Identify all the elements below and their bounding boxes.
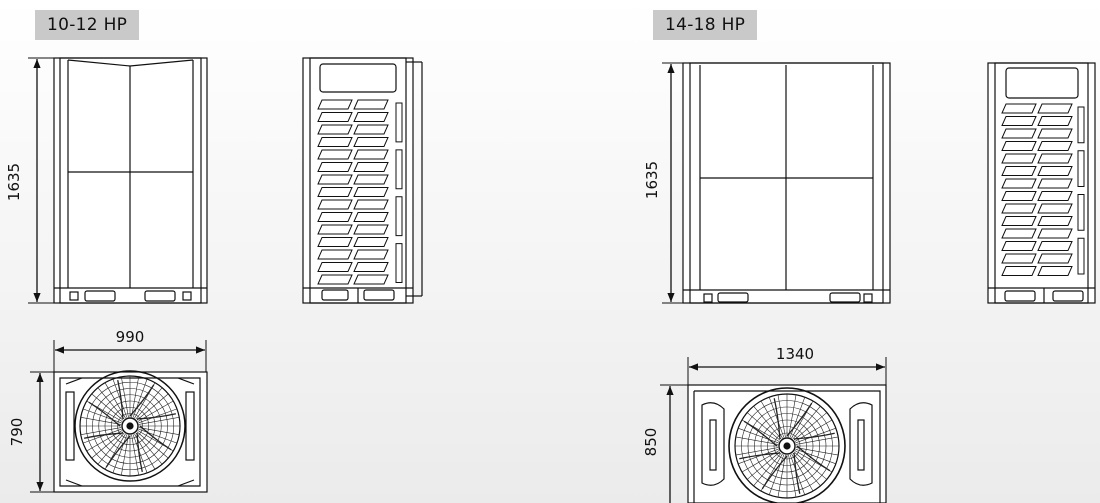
large-depth-dim-text: 850 [642, 428, 660, 457]
small-depth-dim-text: 790 [8, 418, 26, 447]
small-height-dim-text: 1635 [5, 163, 23, 201]
group-label-large: 14-18 HP [653, 10, 758, 40]
small-depth-dimension: 790 [8, 371, 58, 493]
small-height-dimension: 1635 [5, 57, 60, 304]
large-width-dim-text: 1340 [776, 345, 814, 363]
large-unit-top-view [687, 384, 887, 503]
small-unit-side-view [302, 57, 423, 304]
large-unit-front-view [682, 62, 891, 304]
large-unit-side-view [987, 62, 1096, 304]
large-depth-dimension: 850 [642, 384, 690, 503]
small-unit-front-view [53, 57, 208, 304]
small-unit-top-view [53, 370, 208, 493]
large-height-dimension: 1635 [643, 62, 690, 304]
louver-grid [317, 99, 403, 285]
small-width-dim-text: 990 [116, 328, 145, 346]
large-width-dimension: 1340 [687, 345, 887, 385]
large-height-dim-text: 1635 [643, 161, 661, 199]
louver-grid [1001, 103, 1085, 276]
small-width-dimension: 990 [53, 328, 207, 372]
group-label-small: 10-12 HP [35, 10, 140, 40]
